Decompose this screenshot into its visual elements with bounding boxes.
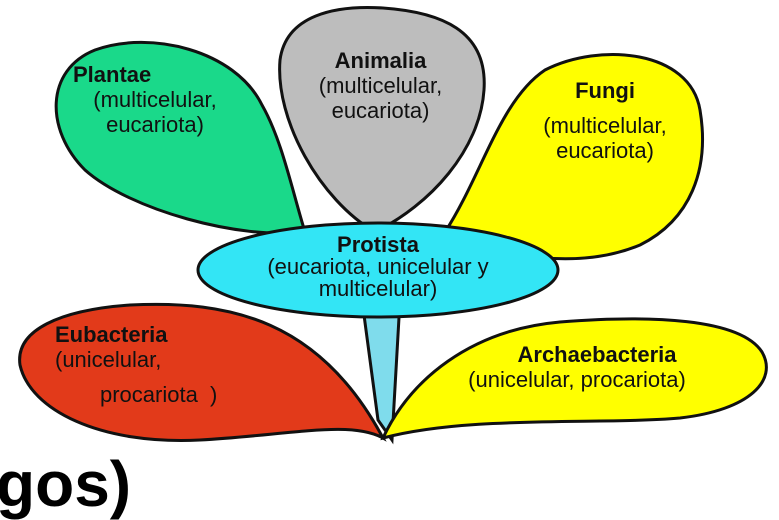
fungi-label: Fungi (multicelular, eucariota) (505, 78, 705, 163)
animalia-desc-line1: (multicelular, (318, 73, 443, 98)
fungi-desc-line2: eucariota) (556, 138, 654, 163)
plantae-label: Plantae (multicelular, eucariota) (55, 62, 255, 137)
archaebacteria-desc-line1: (unicelular, procariota) (468, 367, 686, 392)
fungi-petal (442, 53, 704, 261)
kingdoms-flower-diagram (18, 6, 768, 445)
archaebacteria-leaf (380, 317, 768, 441)
animalia-desc-line2: eucariota) (331, 98, 430, 123)
protista-desc-line2: multicelular) (318, 276, 438, 301)
fungi-desc-line1: (multicelular, (543, 113, 667, 138)
protista-desc-line1: (eucariota, unicelular y (267, 254, 489, 279)
eubacteria-desc-line2: procariota ) (100, 382, 218, 407)
plantae-petal (54, 40, 307, 235)
fungi-name: Fungi (575, 78, 635, 103)
animalia-label: Animalia (multicelular, eucariota) (283, 48, 478, 123)
eubacteria-leaf (18, 302, 387, 442)
protista-ellipse (196, 221, 560, 319)
animalia-name: Animalia (334, 48, 427, 73)
bottom-text-fragment: gos) (0, 448, 132, 520)
plantae-desc-line1: (multicelular, (93, 87, 217, 112)
eubacteria-name: Eubacteria (55, 322, 168, 347)
plantae-name: Plantae (73, 62, 152, 87)
eubacteria-label: Eubacteria (unicelular, procariota ) (55, 322, 295, 407)
archaebacteria-name: Archaebacteria (517, 342, 677, 367)
animalia-petal (278, 6, 486, 234)
archaebacteria-label: Archaebacteria (unicelular, procariota) (412, 342, 742, 392)
protista-label: Protista (eucariota, unicelular y multic… (200, 234, 556, 300)
eubacteria-desc-line1: (unicelular, (55, 347, 162, 372)
plantae-desc-line2: eucariota) (106, 112, 204, 137)
protista-name: Protista (337, 232, 419, 257)
